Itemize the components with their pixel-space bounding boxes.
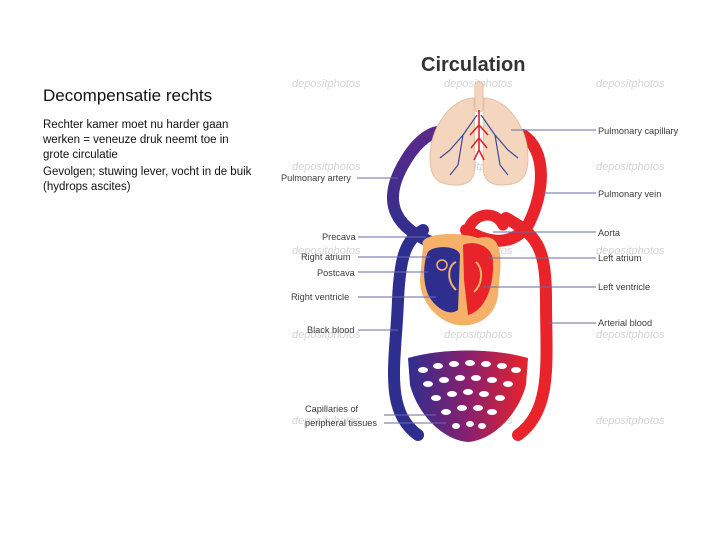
trachea bbox=[474, 81, 484, 113]
label-precava: Precava bbox=[322, 232, 357, 242]
slide-body: Rechter kamer moet nu harder gaan werken… bbox=[43, 118, 258, 195]
label-pulmonary-capillary: Pulmonary capillary bbox=[598, 126, 679, 136]
venous-vessel bbox=[388, 224, 429, 441]
diagram-title: Circulation bbox=[421, 54, 525, 76]
watermark: depositphotos bbox=[292, 78, 361, 90]
label-postcava: Postcava bbox=[317, 268, 356, 278]
body-paragraph-2: Gevolgen; stuwing lever, vocht in de bui… bbox=[43, 166, 252, 193]
label-pulmonary-vein: Pulmonary vein bbox=[598, 189, 661, 199]
pulmonary-capillary-vessels bbox=[439, 114, 519, 176]
body-paragraph-1: Rechter kamer moet nu harder gaan werken… bbox=[43, 119, 229, 161]
watermark: depositphotos bbox=[292, 329, 361, 341]
label-capillaries-line-2: peripheral tissues bbox=[305, 418, 377, 428]
heart bbox=[420, 234, 501, 326]
label-right-ventricle: Right ventricle bbox=[291, 292, 349, 302]
slide-title: Decompensatie rechts bbox=[43, 86, 213, 105]
label-pulmonary-artery: Pulmonary artery bbox=[281, 173, 351, 183]
circulation-diagram: depositphotos depositphotos depositphoto… bbox=[278, 40, 698, 450]
pulmonary-artery-vessel bbox=[386, 125, 449, 251]
watermark: depositphotos bbox=[596, 161, 665, 173]
lungs bbox=[429, 81, 529, 186]
label-capillaries-line-1: Capillaries of bbox=[305, 404, 359, 414]
left-heart-chambers bbox=[463, 243, 494, 315]
arterial-vessel bbox=[500, 212, 553, 441]
label-right-atrium: Right atrium bbox=[301, 252, 351, 262]
labels: Pulmonary capillary Pulmonary artery Pul… bbox=[281, 126, 679, 428]
right-lung bbox=[482, 97, 529, 186]
watermark: depositphotos bbox=[292, 245, 361, 257]
watermark: depositphotos bbox=[596, 245, 665, 257]
capillary-bed bbox=[408, 350, 528, 442]
left-lung bbox=[429, 97, 476, 186]
label-left-atrium: Left atrium bbox=[598, 253, 642, 263]
slide-text-block: Decompensatie rechts Rechter kamer moet … bbox=[43, 86, 258, 197]
watermark: depositphotos bbox=[596, 329, 665, 341]
peripheral-capillaries bbox=[408, 350, 528, 442]
bronchial-tree bbox=[469, 110, 489, 161]
watermark: depositphotos bbox=[596, 415, 665, 427]
watermark: depositphotos bbox=[444, 329, 513, 341]
watermark: depositphotos bbox=[596, 78, 665, 90]
label-black-blood: Black blood bbox=[307, 325, 355, 335]
watermark: depositphotos bbox=[292, 161, 361, 173]
circulation-svg: depositphotos depositphotos depositphoto… bbox=[281, 54, 679, 442]
right-heart-chambers bbox=[424, 247, 460, 313]
watermark: depositphotos bbox=[292, 415, 361, 427]
label-arterial-blood: Arterial blood bbox=[598, 318, 652, 328]
label-aorta: Aorta bbox=[598, 228, 621, 238]
label-left-ventricle: Left ventricle bbox=[598, 282, 650, 292]
leader-lines bbox=[357, 129, 596, 424]
capillary-gaps bbox=[418, 360, 521, 429]
